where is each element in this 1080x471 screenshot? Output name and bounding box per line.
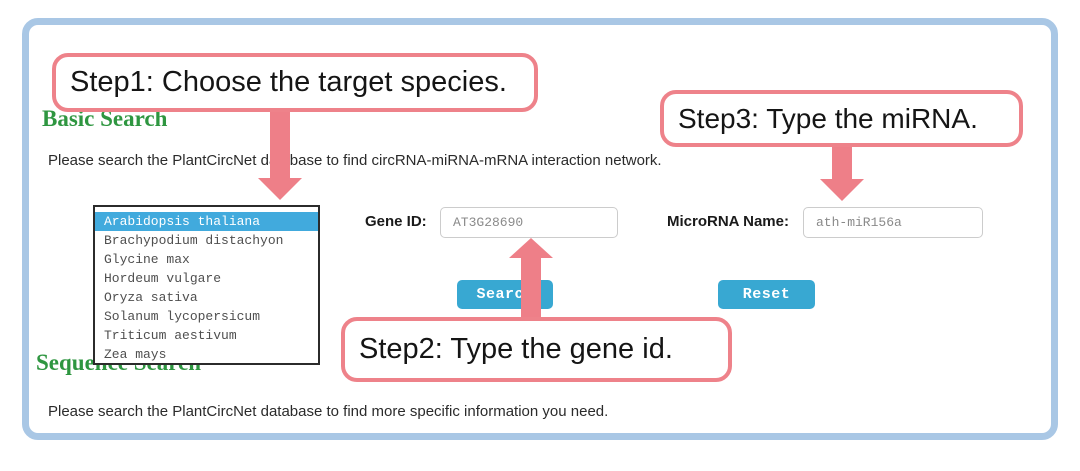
species-option[interactable]: Glycine max [104,252,190,267]
step1-callout-label: Step1: Choose the target species. [70,66,507,98]
species-option[interactable]: Arabidopsis thaliana [95,212,318,231]
step1-arrow-shaft [270,110,290,178]
species-option[interactable]: Zea mays [104,347,167,362]
step2-arrow-shaft [521,257,541,318]
step1-callout: Step1: Choose the target species. [52,53,538,112]
sequence-search-description: Please search the PlantCircNet database … [48,403,609,420]
microrna-name-input[interactable] [803,207,983,238]
species-listbox[interactable]: Arabidopsis thaliana Brachypodium distac… [93,205,320,365]
step1-arrow-down-icon [258,178,302,200]
species-option[interactable]: Solanum lycopersicum [104,309,261,324]
species-option[interactable]: Oryza sativa [104,290,198,305]
basic-search-description: Please search the PlantCircNet database … [48,152,662,169]
step3-callout-label: Step3: Type the miRNA. [678,102,978,134]
gene-id-label: Gene ID: [365,213,427,230]
microrna-name-label: MicroRNA Name: [667,213,789,230]
step2-arrow-up-icon [509,238,553,258]
gene-id-input[interactable] [440,207,618,238]
step3-arrow-down-icon [820,179,864,201]
page-frame [22,18,1058,440]
reset-button[interactable]: Reset [718,280,815,309]
step2-callout-label: Step2: Type the gene id. [359,333,673,365]
species-option[interactable]: Brachypodium distachyon [104,233,284,248]
step3-arrow-shaft [832,144,852,180]
step3-callout: Step3: Type the miRNA. [660,90,1023,147]
species-option[interactable]: Hordeum vulgare [104,271,222,286]
step2-callout: Step2: Type the gene id. [341,317,732,382]
species-option[interactable]: Triticum aestivum [104,328,237,343]
